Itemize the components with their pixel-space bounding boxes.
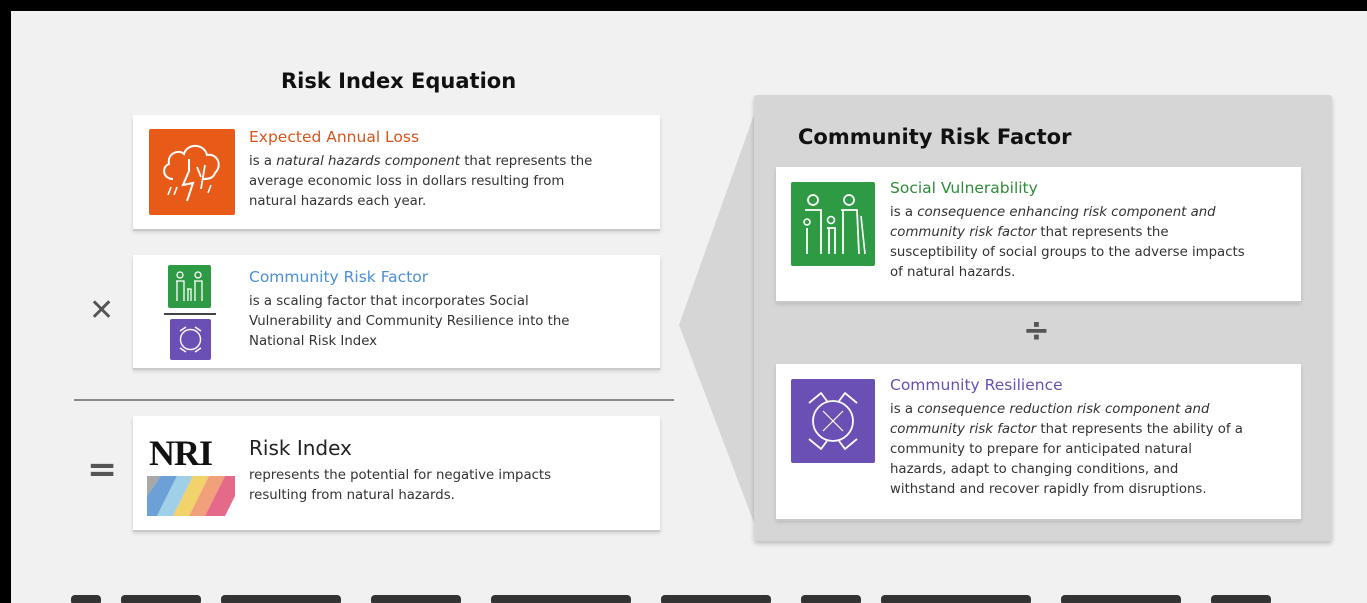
panel-connector bbox=[679, 95, 761, 541]
family-icon-small bbox=[168, 265, 211, 308]
sv-description: is a consequence enhancing risk componen… bbox=[890, 205, 1245, 280]
fraction-bar bbox=[164, 313, 216, 315]
eal-title: Expected Annual Loss bbox=[249, 128, 420, 146]
eal-card: Expected Annual Loss is a natural hazard… bbox=[133, 115, 660, 229]
eal-description: is a natural hazards component that repr… bbox=[249, 154, 593, 209]
multiply-operator: ✕ bbox=[89, 293, 115, 328]
nri-logo-text: NRI bbox=[149, 433, 213, 473]
risk-index-card: NRI Risk Index represents the potential … bbox=[133, 416, 660, 530]
sv-title: Social Vulnerability bbox=[890, 179, 1038, 197]
crf-card-title: Community Risk Factor bbox=[249, 268, 429, 286]
cut-off-text-line bbox=[71, 589, 1271, 603]
risk-index-description: represents the potential for negative im… bbox=[249, 468, 552, 503]
joined-hands-icon-small bbox=[170, 319, 211, 360]
family-icon bbox=[791, 182, 875, 266]
cr-title: Community Resilience bbox=[890, 376, 1063, 394]
cr-card: Community Resilience is a consequence re… bbox=[776, 364, 1301, 519]
crf-panel-title: Community Risk Factor bbox=[798, 125, 1072, 149]
sv-card: Social Vulnerability is a consequence en… bbox=[776, 167, 1301, 301]
divide-operator: ÷ bbox=[1023, 311, 1050, 349]
nri-logo-icon: NRI bbox=[147, 430, 235, 516]
risk-index-title: Risk Index bbox=[249, 436, 352, 460]
crf-card: Community Risk Factor is a scaling facto… bbox=[133, 255, 660, 368]
joined-hands-icon bbox=[791, 379, 875, 463]
equation-divider bbox=[74, 399, 674, 401]
crf-card-description: is a scaling factor that incorporates So… bbox=[249, 294, 570, 349]
storm-cloud-icon bbox=[149, 129, 235, 215]
equation-title: Risk Index Equation bbox=[281, 69, 517, 93]
page-canvas: Risk Index Equation Expected Annual Loss… bbox=[11, 11, 1367, 603]
cr-description: is a consequence reduction risk componen… bbox=[890, 402, 1243, 497]
equals-operator: = bbox=[87, 449, 118, 490]
